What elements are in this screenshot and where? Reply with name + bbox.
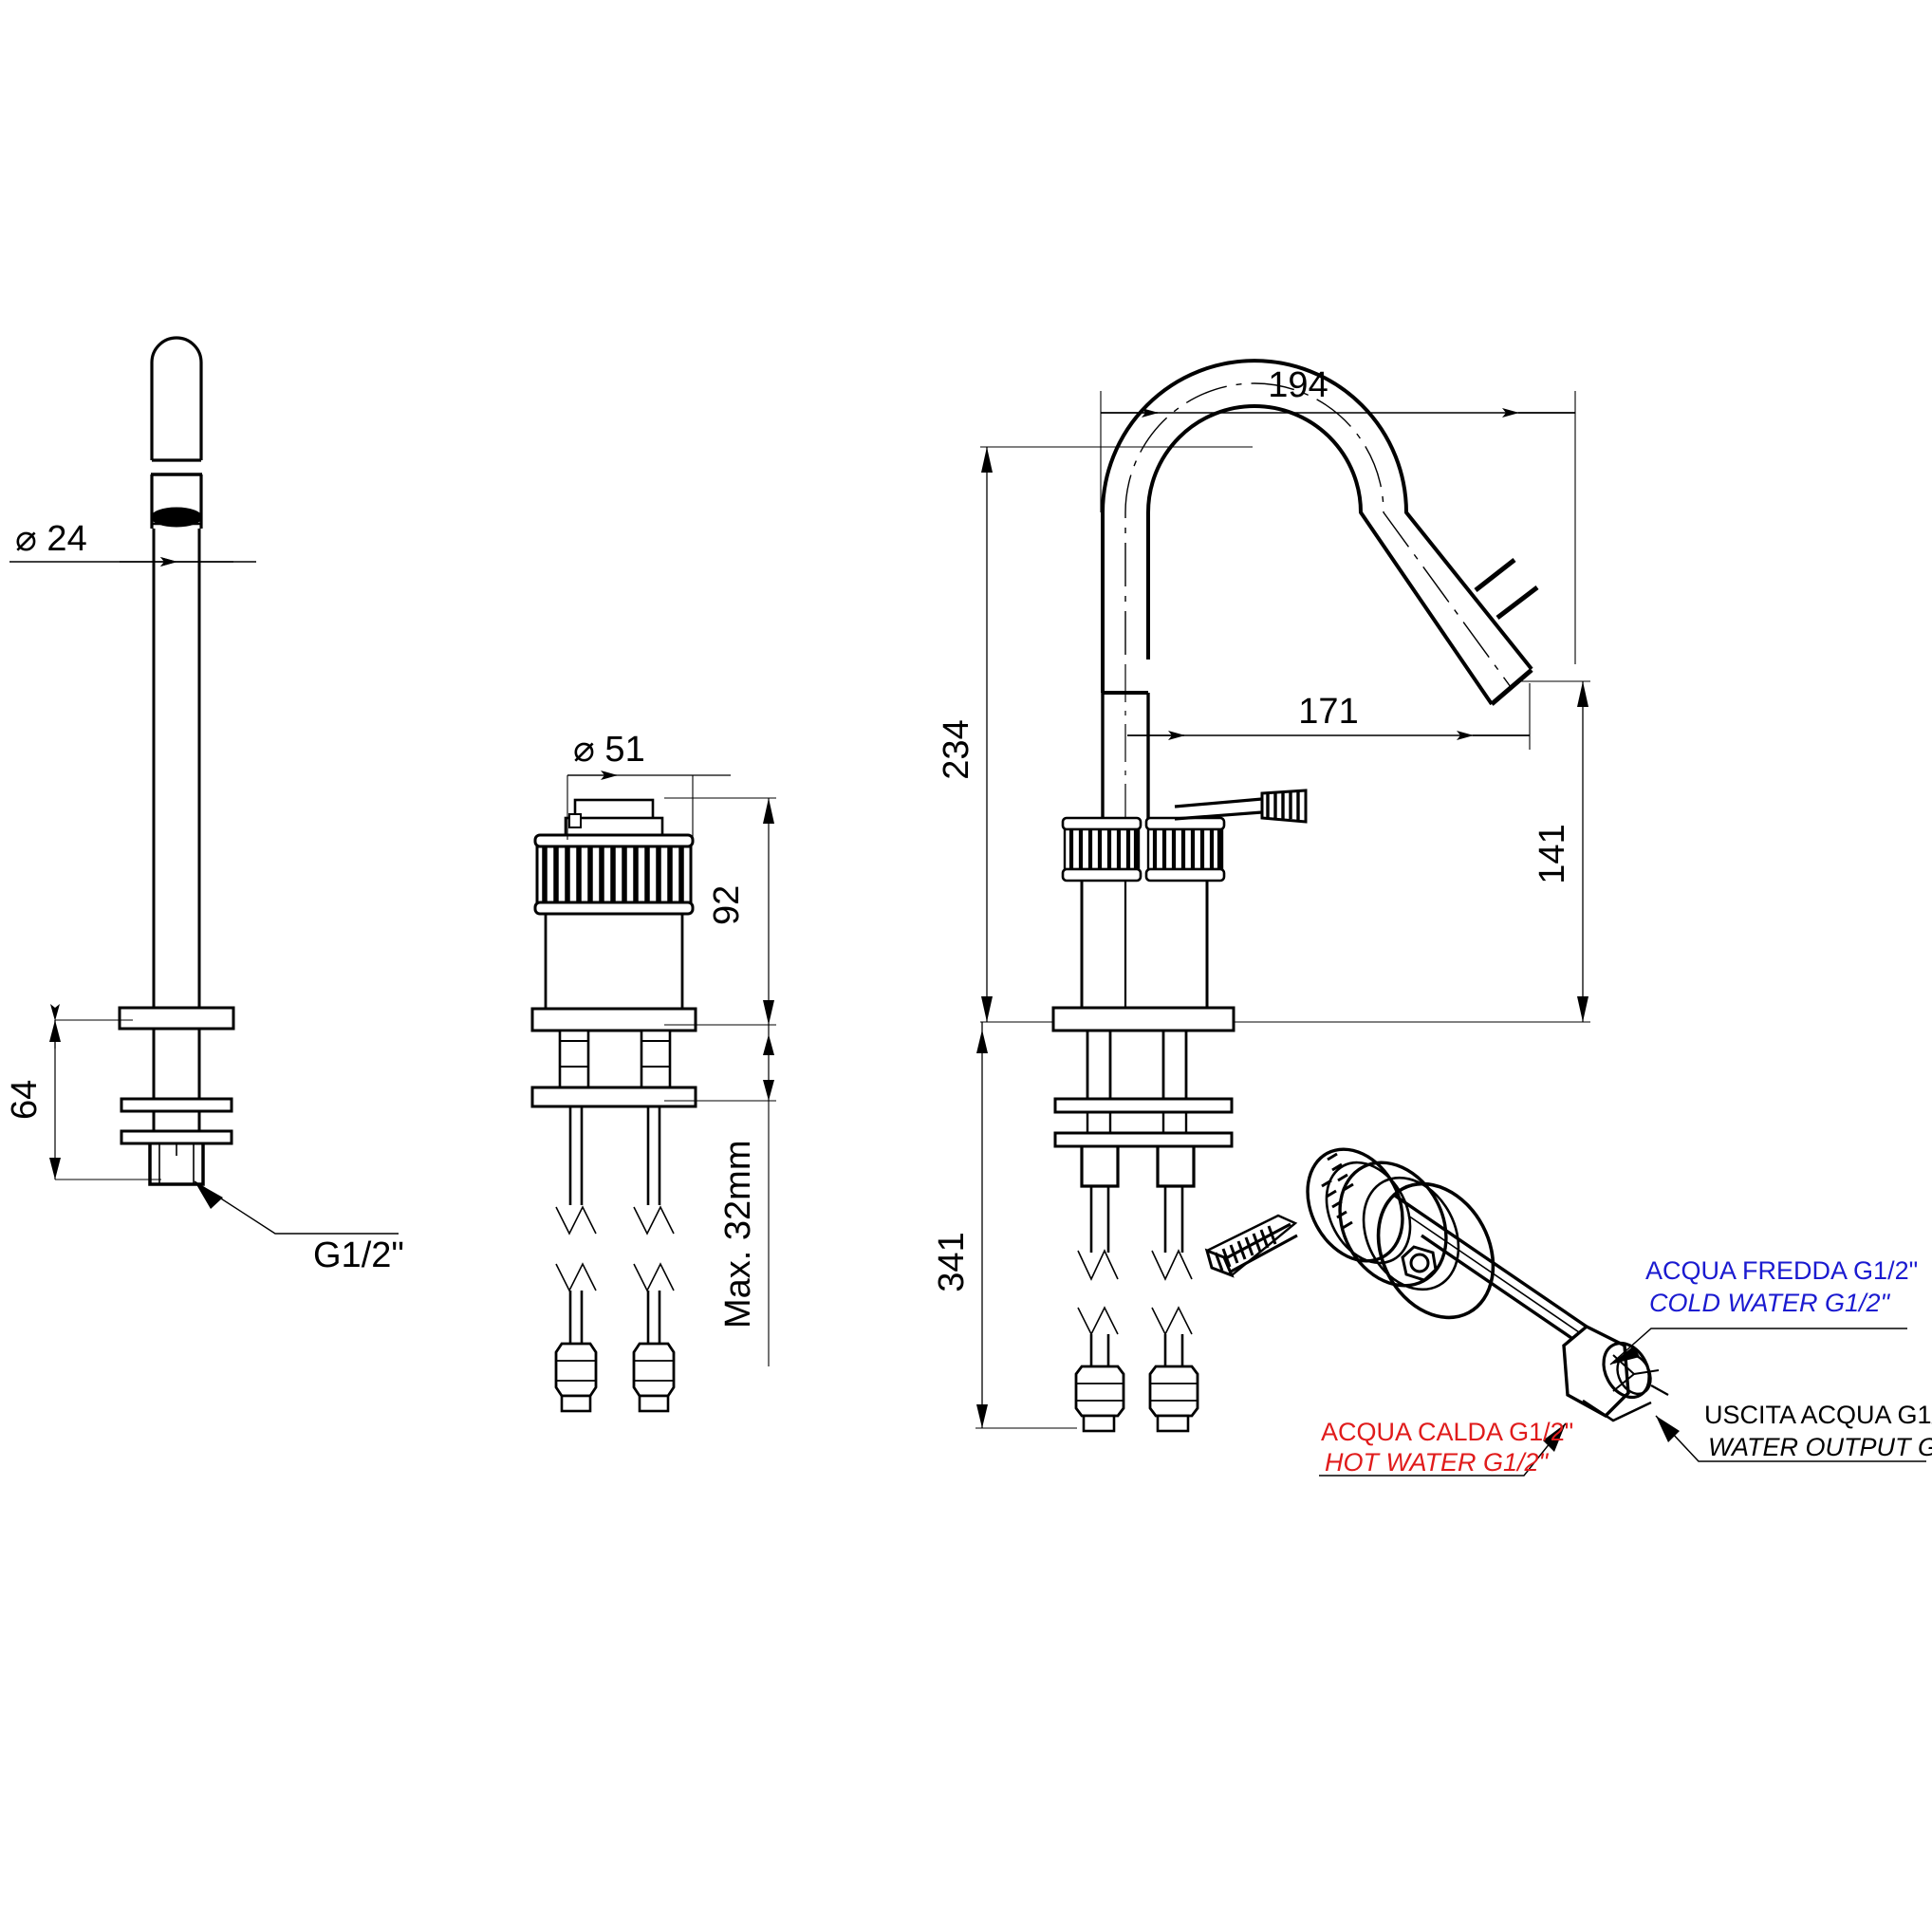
view-assembled-tap <box>1051 359 1539 1433</box>
callout-thread-g12: G1/2" <box>194 1180 404 1275</box>
dim-194: 194 <box>1100 365 1576 664</box>
dim-label-234: 234 <box>937 719 976 779</box>
dim-label-dia51: ⌀ 51 <box>573 730 645 770</box>
callout-hot-en: HOT WATER G1/2" <box>1325 1448 1550 1477</box>
callout-cold-water: ACQUA FREDDA G1/2" COLD WATER G1/2" <box>1609 1256 1918 1365</box>
callout-cold-en: COLD WATER G1/2" <box>1649 1289 1891 1317</box>
callout-output-it: USCITA ACQUA G1/2" <box>1704 1401 1932 1429</box>
callout-water-output: USCITA ACQUA G1/2" WATER OUTPUT G1/2" <box>1655 1401 1932 1462</box>
dim-label-194: 194 <box>1268 365 1328 405</box>
callout-label-g12: G1/2" <box>313 1235 404 1275</box>
dim-label-dia24: ⌀ 24 <box>15 519 87 559</box>
dim-label-341: 341 <box>932 1232 972 1291</box>
dim-dia51: ⌀ 51 <box>567 730 731 840</box>
callout-cold-it: ACQUA FREDDA G1/2" <box>1645 1256 1918 1285</box>
dim-234: 234 <box>937 446 1253 1023</box>
dim-341: 341 <box>932 1022 1077 1429</box>
dim-max32: Max. 32mm <box>664 1025 776 1366</box>
dim-label-92: 92 <box>707 885 747 925</box>
dim-label-64: 64 <box>5 1080 45 1120</box>
dim-dia24: ⌀ 24 <box>9 519 256 607</box>
dim-141: 141 <box>1234 680 1590 1023</box>
view-mixer-valve-body <box>1204 1147 1669 1422</box>
dim-label-171: 171 <box>1298 692 1358 732</box>
callout-output-en: WATER OUTPUT G1/2" <box>1708 1433 1932 1461</box>
dim-92: 92 <box>664 797 776 1026</box>
view-spout-side <box>118 336 235 1186</box>
callout-hot-it: ACQUA CALDA G1/2" <box>1321 1418 1573 1446</box>
view-cartridge <box>530 798 697 1413</box>
callout-hot-water: ACQUA CALDA G1/2" HOT WATER G1/2" <box>1319 1418 1573 1477</box>
dim-171: 171 <box>1127 683 1531 750</box>
dim-label-141: 141 <box>1533 824 1572 883</box>
dim-64: 64 <box>5 1004 161 1180</box>
dim-label-max32: Max. 32mm <box>718 1141 758 1328</box>
